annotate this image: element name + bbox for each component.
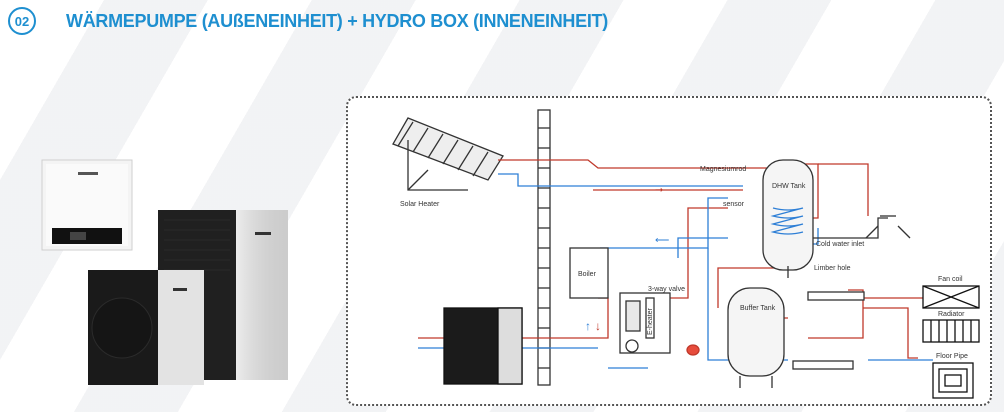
flow-arrow-icons: ➞ ⟵ ↑ ↓: [585, 185, 669, 333]
expansion-tank-icon: [686, 344, 700, 356]
svg-text:➞: ➞: [655, 185, 663, 196]
hydro-box-module: [619, 292, 671, 354]
magnesium-rod-label: Magnesiumrod: [700, 166, 746, 173]
limber-hole-label: Limber hole: [814, 265, 851, 272]
fan-coil-label: Fan coil: [938, 276, 963, 283]
dhw-tank: [762, 159, 814, 278]
manifold-lower: [792, 360, 854, 370]
buffer-tank: [727, 287, 785, 388]
system-diagram-frame: ➞ ⟵ ↑ ↓ Solar Heater Magnesiumrod sensor…: [346, 96, 992, 406]
hydro-box-unit: [41, 159, 133, 251]
svg-text:↑: ↑: [585, 319, 591, 333]
cold-water-inlet-fixture: [813, 215, 911, 239]
section-number-badge: 02: [8, 7, 36, 35]
three-way-valve-label: 3-way valve: [648, 286, 685, 293]
outdoor-unit-icon: [443, 307, 523, 385]
radiator-label: Radiator: [938, 311, 965, 318]
manifold-upper: [807, 291, 865, 301]
cold-water-inlet-label: Cold water inlet: [816, 241, 864, 248]
svg-text:⟵: ⟵: [655, 235, 669, 246]
product-image: [41, 159, 288, 385]
radiator-unit: [922, 319, 980, 343]
e-heater-label: E-heater: [647, 307, 654, 335]
solar-heater-icon: [392, 117, 504, 191]
small-outdoor-unit: [88, 270, 204, 385]
fan-coil-unit: [922, 285, 980, 309]
svg-text:↓: ↓: [595, 319, 601, 333]
system-diagram: ➞ ⟵ ↑ ↓ Solar Heater Magnesiumrod sensor…: [392, 109, 980, 399]
floor-pipe-unit: [932, 362, 974, 399]
solar-heater-label: Solar Heater: [400, 201, 440, 208]
sensor-label: sensor: [723, 201, 745, 208]
boiler-unit: [569, 247, 609, 299]
buffer-tank-label: Buffer Tank: [740, 305, 776, 312]
wall: [537, 109, 551, 386]
dhw-tank-label: DHW Tank: [772, 183, 806, 190]
page-title: WÄRMEPUMPE (AUßENEINHEIT) + HYDRO BOX (I…: [66, 10, 608, 31]
boiler-label: Boiler: [578, 271, 597, 278]
floor-pipe-label: Floor Pipe: [936, 353, 968, 360]
section-header: 02 WÄRMEPUMPE (AUßENEINHEIT) + HYDRO BOX…: [8, 6, 608, 36]
